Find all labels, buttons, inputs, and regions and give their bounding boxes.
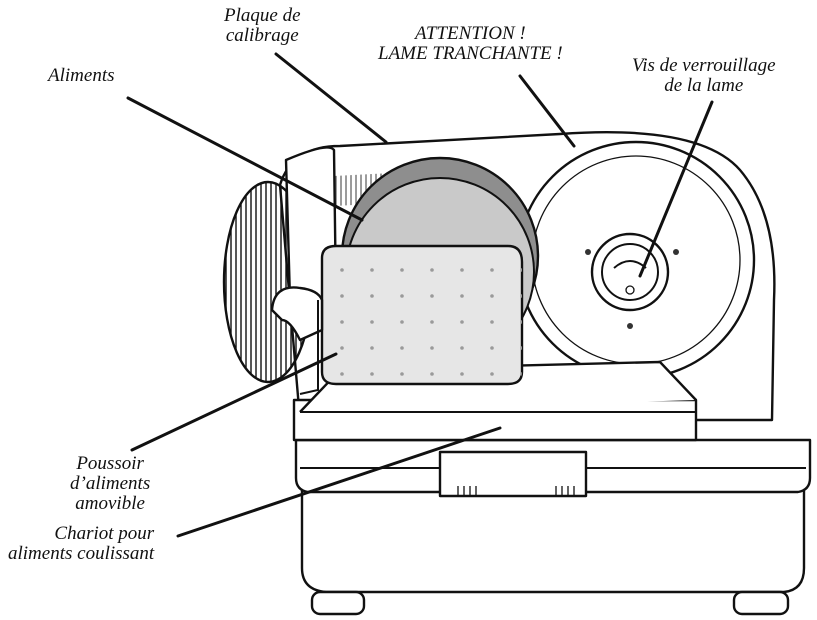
label-aliments: Aliments (48, 66, 115, 86)
label-vis-de-verrouillage: Vis de verrouillage de la lame (632, 56, 776, 96)
label-plaque-de-calibrage: Plaque de calibrage (224, 6, 301, 46)
blade-guard (518, 142, 754, 378)
leader-plaque (276, 54, 386, 142)
feet (312, 592, 788, 614)
label-attention: ATTENTION ! LAME TRANCHANTE ! (378, 24, 563, 64)
label-chariot: Chariot pour aliments coulissant (8, 524, 154, 564)
label-poussoir: Poussoir d’aliments amovible (70, 454, 150, 514)
base-housing (296, 440, 810, 592)
